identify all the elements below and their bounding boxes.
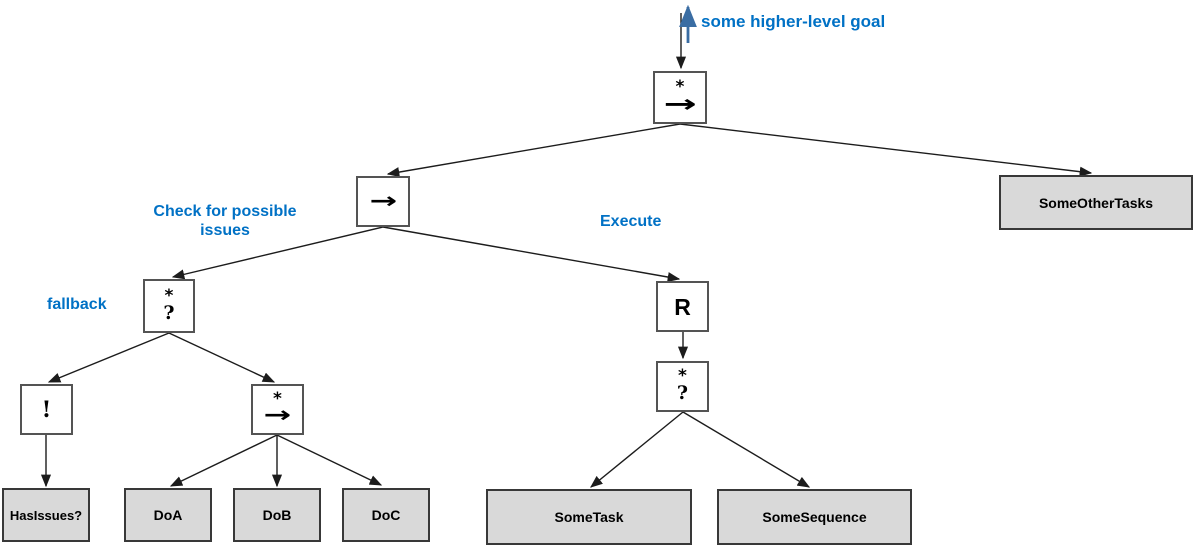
fallback-question-icon: ? [676,382,689,404]
goal-label: some higher-level goal [701,12,886,31]
sequence-arrow-icon: → [369,188,397,214]
task-some-task: SomeTask [486,489,692,545]
sequence-arrow-icon: → [663,90,697,118]
star-decorator-symbol: * [273,389,282,409]
node-fallback-check: * ? [143,279,195,333]
star-decorator-symbol: * [675,77,685,97]
star-decorator-symbol: * [678,366,687,386]
edge-sequence2-to-doa [169,434,278,487]
edge-fallback2-to-sometask [590,411,684,488]
edge-root-to-someothertasks [679,123,1093,177]
repeater-r-symbol: R [674,293,691,320]
node-sequence: → [356,176,410,227]
fallback-label: fallback [47,296,107,313]
fallback-question-icon: ? [163,301,175,324]
task-has-issues: HasIssues? [2,488,90,542]
task-some-other-tasks: SomeOtherTasks [999,175,1193,230]
node-action-sequence-star: * → [251,384,304,435]
edge-fallback2-to-somesequence [682,411,811,488]
edge-sequence2-to-doc [276,434,383,486]
task-some-sequence: SomeSequence [717,489,912,545]
task-do-b: DoB [233,488,321,542]
task-do-c: DoC [342,488,430,542]
node-repeater: R [656,281,709,332]
node-root-sequence-star: * → [653,71,707,124]
node-inverter: ! [20,384,73,435]
edge-sequence-to-repeater [382,226,681,283]
edge-fallback1-to-sequence2 [168,332,276,383]
star-decorator-symbol: * [164,285,174,306]
edge-fallback1-to-inverter [47,332,170,383]
task-do-a: DoA [124,488,212,542]
edge-root-to-sequence [386,123,681,178]
execute-label: Execute [600,213,662,230]
inverter-bang-icon: ! [41,396,52,423]
check-for-issues-label: Check for possible issues [153,203,297,239]
node-fallback-execute: * ? [656,361,709,412]
sequence-arrow-icon: → [263,403,292,428]
